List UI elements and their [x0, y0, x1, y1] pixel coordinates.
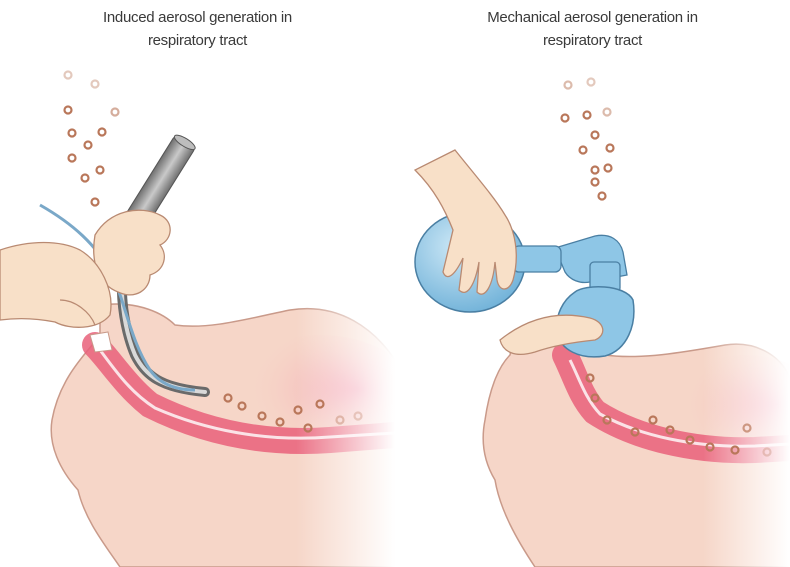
bag-valve-mask-icon — [395, 0, 790, 567]
left-panel: Induced aerosol generation in respirator… — [0, 0, 395, 567]
right-panel: Mechanical aerosol generation in respira… — [395, 0, 790, 567]
laryngoscope-intubation-icon — [0, 0, 395, 567]
